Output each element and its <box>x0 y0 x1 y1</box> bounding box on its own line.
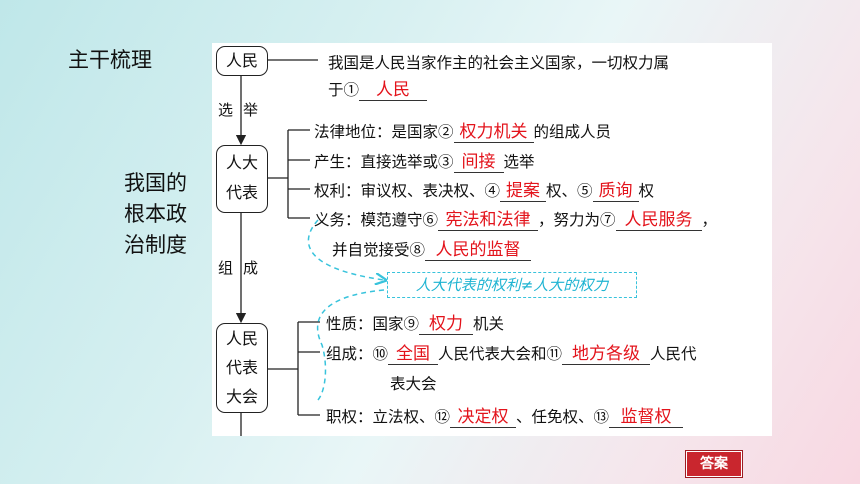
answer-11: 地方各级 <box>562 344 651 365</box>
answer-1: 人民 <box>359 80 428 101</box>
node-people: 人民 <box>216 46 268 76</box>
section-title: 主干梳理 <box>68 48 152 72</box>
node-deputies: 人大 代表 <box>216 145 268 213</box>
node-congress-line-1: 人民 <box>225 329 258 348</box>
node-deputies-line-2: 代表 <box>225 183 258 202</box>
distinction-note: 人大代表的权利≠人大的权力 <box>387 272 637 298</box>
answer-13: 监督权 <box>609 407 684 428</box>
answer-4: 提案 <box>500 181 547 202</box>
congress-composition-line-2: 表大会 <box>390 375 437 393</box>
note-link-congress <box>316 289 385 401</box>
answer-7: 人民服务 <box>615 210 702 231</box>
side-title-line-2: 根本政 <box>124 202 187 226</box>
edge-label-compose: 组成 <box>218 259 259 277</box>
answer-8: 人民的监督 <box>425 240 532 261</box>
answer-9: 权力 <box>419 314 474 335</box>
answer-button[interactable]: 答案 <box>686 451 742 477</box>
diagram-panel <box>212 43 772 436</box>
node-congress-line-3: 大会 <box>225 387 258 406</box>
answer-2: 权力机关 <box>453 122 534 143</box>
node-congress: 人民 代表 大会 <box>216 323 268 413</box>
node-deputies-line-1: 人大 <box>225 153 258 172</box>
answer-12: 决定权 <box>450 407 517 428</box>
node-congress-line-2: 代表 <box>225 358 258 377</box>
people-desc-line-1: 我国是人民当家作主的社会主义国家，一切权力属 <box>328 54 670 72</box>
answer-5: 质询 <box>592 181 639 202</box>
edge-label-elect: 选举 <box>218 101 259 119</box>
note-link-deputies <box>307 219 384 280</box>
side-title-line-3: 治制度 <box>124 233 187 257</box>
answer-6: 宪法和法律 <box>438 210 539 231</box>
answer-3: 间接 <box>453 152 504 173</box>
side-title: 我国的 根本政 治制度 <box>124 168 187 261</box>
side-title-line-1: 我国的 <box>124 171 187 195</box>
answer-10: 全国 <box>388 344 439 365</box>
